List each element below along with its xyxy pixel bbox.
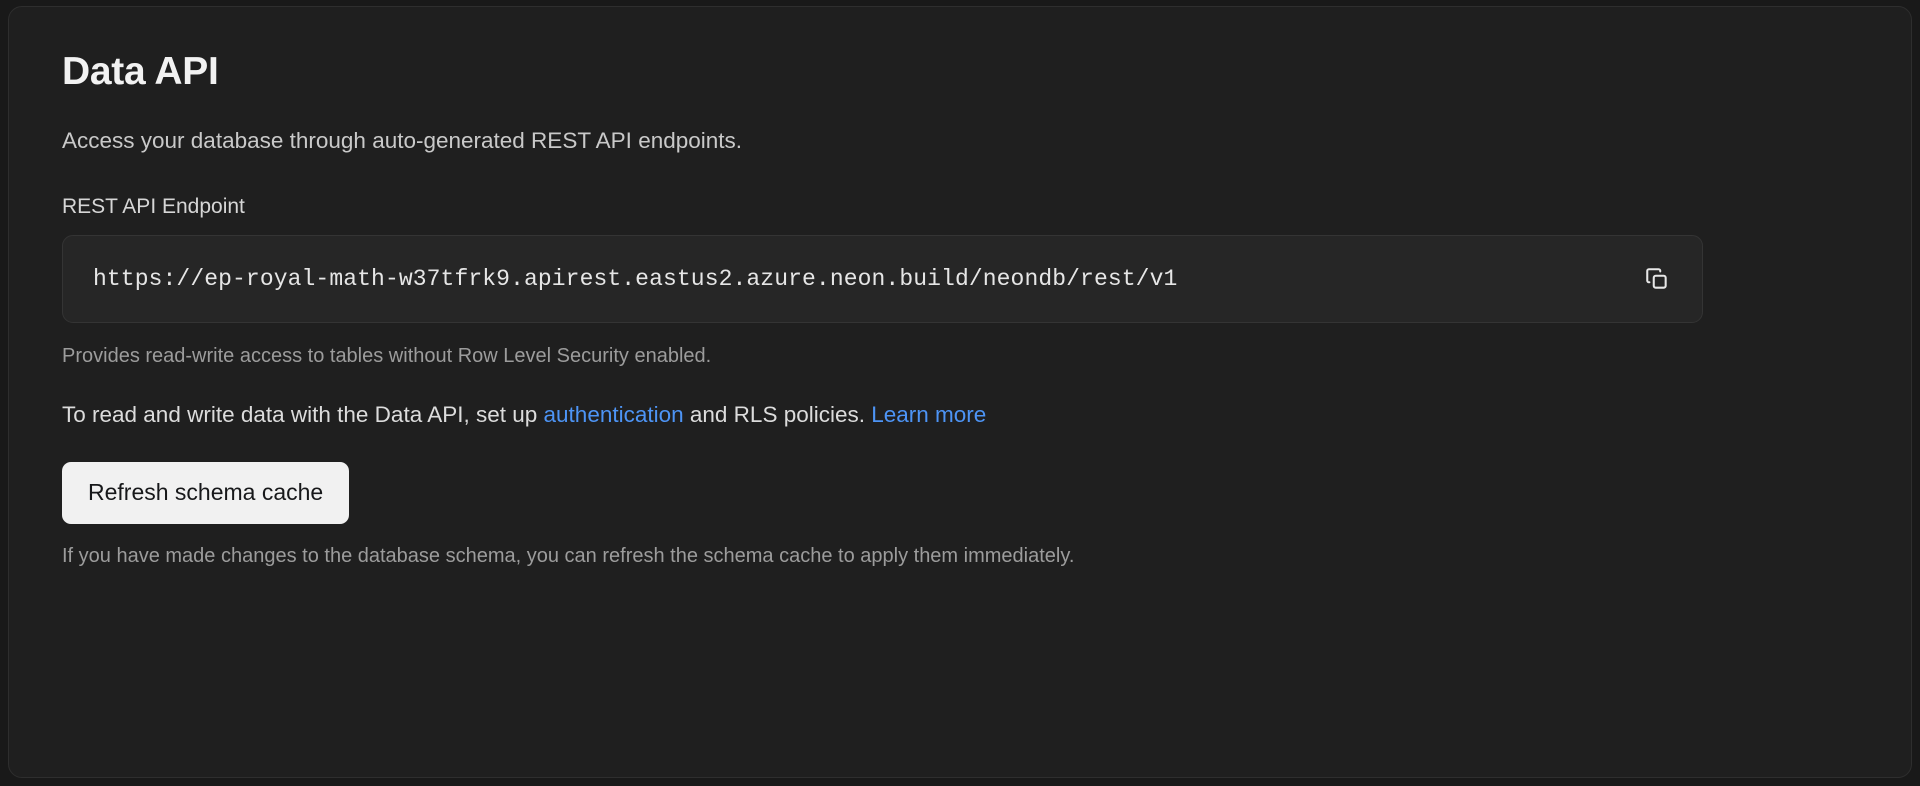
data-api-card: Data API Access your database through au…	[8, 6, 1912, 778]
rls-info-text-part1: To read and write data with the Data API…	[62, 402, 544, 428]
page-title: Data API	[62, 50, 219, 93]
card-content: Data API Access your database through au…	[62, 50, 1858, 569]
rest-api-endpoint-label: REST API Endpoint	[62, 195, 245, 219]
page-subtitle: Access your database through auto-genera…	[62, 128, 743, 154]
rls-info-text-part2: and RLS policies.	[683, 402, 872, 428]
copy-icon	[1644, 266, 1670, 292]
endpoint-helper-text: Provides read-write access to tables wit…	[62, 345, 712, 368]
refresh-schema-cache-button[interactable]: Refresh schema cache	[62, 461, 350, 524]
authentication-link[interactable]: authentication	[543, 402, 684, 428]
refresh-schema-footnote: If you have made changes to the database…	[62, 544, 1075, 567]
endpoint-url-value[interactable]: https://ep-royal-math-w37tfrk9.apirest.e…	[93, 266, 1178, 293]
copy-endpoint-button[interactable]	[1634, 256, 1680, 302]
rls-info-paragraph: To read and write data with the Data API…	[62, 401, 1858, 429]
learn-more-link[interactable]: Learn more	[871, 402, 987, 428]
endpoint-input-row[interactable]: https://ep-royal-math-w37tfrk9.apirest.e…	[62, 235, 1703, 324]
